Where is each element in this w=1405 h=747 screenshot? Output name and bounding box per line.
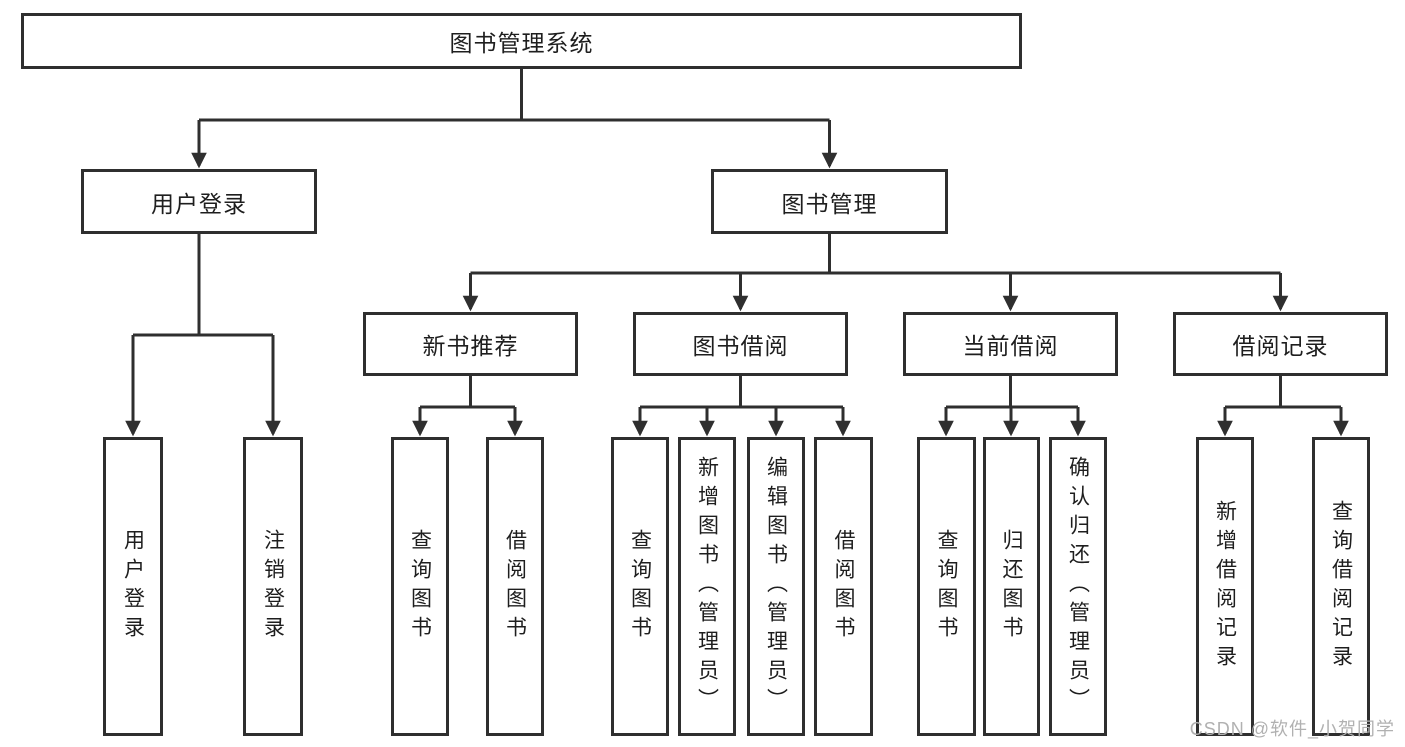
leaf-label: 用户登录 bbox=[121, 528, 145, 645]
node-label: 新书推荐 bbox=[422, 333, 519, 359]
leaf-label: 借阅图书 bbox=[832, 528, 855, 645]
node-label: 当前借阅 bbox=[962, 333, 1059, 359]
leaf-add-books-admin: 新增图书（管理员） bbox=[678, 437, 736, 736]
leaf-query-books-recommend: 查询图书 bbox=[391, 437, 449, 736]
node-label: 图书借阅 bbox=[692, 333, 789, 359]
leaf-label: 借阅图书 bbox=[503, 528, 527, 645]
node-current-borrowing: 当前借阅 bbox=[903, 312, 1118, 376]
leaf-label: 归还图书 bbox=[1000, 528, 1023, 645]
node-user-login: 用户登录 bbox=[81, 169, 317, 234]
leaf-return-books: 归还图书 bbox=[983, 437, 1040, 736]
node-book-borrowing: 图书借阅 bbox=[633, 312, 848, 376]
leaf-borrow-books-recommend: 借阅图书 bbox=[486, 437, 544, 736]
leaf-borrow-books: 借阅图书 bbox=[814, 437, 873, 736]
leaf-label: 查询图书 bbox=[628, 528, 652, 645]
node-library-management-system: 图书管理系统 bbox=[21, 13, 1022, 69]
leaf-label: 新增图书（管理员） bbox=[695, 456, 719, 717]
leaf-query-books-borrowing: 查询图书 bbox=[611, 437, 669, 736]
node-label: 图书管理 bbox=[781, 190, 878, 217]
leaf-query-books-current: 查询图书 bbox=[917, 437, 976, 736]
leaf-confirm-return-admin: 确认归还（管理员） bbox=[1049, 437, 1107, 736]
node-book-management: 图书管理 bbox=[711, 169, 948, 234]
leaf-user-login: 用户登录 bbox=[103, 437, 163, 736]
node-label: 图书管理系统 bbox=[449, 30, 594, 56]
node-label: 用户登录 bbox=[151, 190, 247, 217]
leaf-label: 查询图书 bbox=[935, 528, 958, 645]
leaf-label: 注销登录 bbox=[261, 528, 285, 645]
node-borrowing-records: 借阅记录 bbox=[1173, 312, 1388, 376]
leaf-edit-books-admin: 编辑图书（管理员） bbox=[747, 437, 805, 736]
leaf-label: 确认归还（管理员） bbox=[1066, 456, 1090, 717]
leaf-label: 编辑图书（管理员） bbox=[764, 456, 788, 717]
leaf-add-borrow-record: 新增借阅记录 bbox=[1196, 437, 1254, 736]
node-label: 借阅记录 bbox=[1232, 333, 1329, 359]
leaf-label: 查询图书 bbox=[408, 528, 432, 645]
leaf-label: 查询借阅记录 bbox=[1329, 499, 1353, 674]
node-new-book-recommendation: 新书推荐 bbox=[363, 312, 578, 376]
leaf-label: 新增借阅记录 bbox=[1213, 499, 1237, 674]
leaf-logout: 注销登录 bbox=[243, 437, 303, 736]
leaf-query-borrow-record: 查询借阅记录 bbox=[1312, 437, 1370, 736]
csdn-watermark: CSDN @软件_小贺同学 bbox=[1189, 719, 1395, 739]
